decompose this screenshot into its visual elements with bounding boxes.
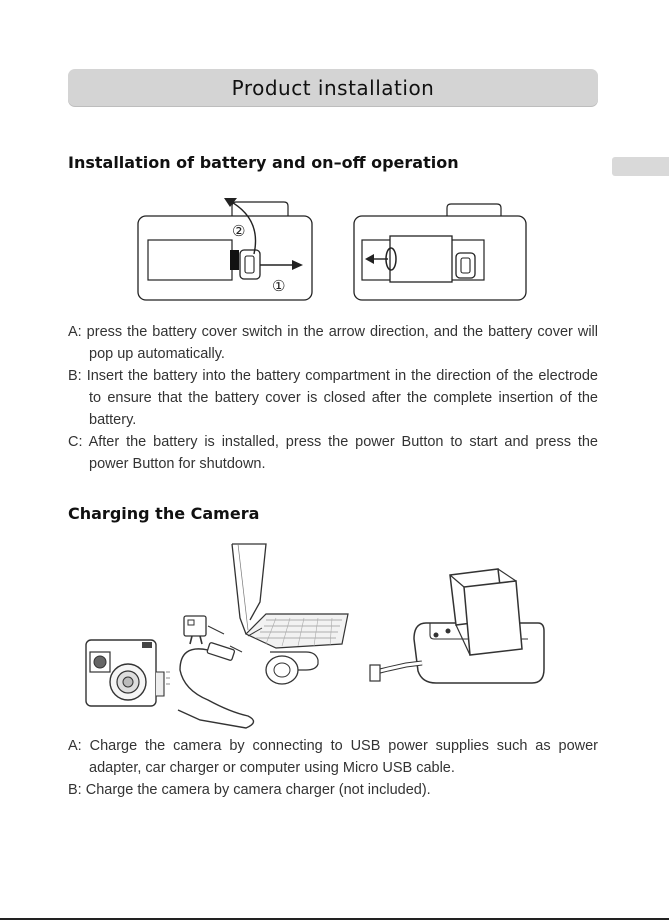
battery-section-heading: Installation of battery and on–off opera… xyxy=(68,153,459,172)
charging-step-b: B: Charge the camera by camera charger (… xyxy=(68,782,431,798)
side-tab-marker xyxy=(612,157,669,176)
charging-section-heading: Charging the Camera xyxy=(68,504,260,523)
bottom-divider xyxy=(0,918,669,920)
battery-inserted-illustration xyxy=(353,203,527,301)
charging-steps-list: A: Charge the camera by connecting to US… xyxy=(68,735,598,801)
battery-steps-list: A: press the battery cover switch in the… xyxy=(68,321,598,475)
battery-step-c: C: After the battery is installed, press… xyxy=(68,434,598,472)
usb-charging-illustration xyxy=(85,543,349,729)
battery-step-a: A: press the battery cover switch in the… xyxy=(68,324,598,362)
charging-step-a: A: Charge the camera by connecting to US… xyxy=(68,738,598,776)
step-marker-2: ② xyxy=(232,222,245,240)
battery-step-b: B: Insert the battery into the battery c… xyxy=(68,368,598,428)
dual-battery-charger-illustration xyxy=(369,568,545,684)
page-title-bar: Product installation xyxy=(68,69,598,106)
battery-cover-open-illustration: ② ① xyxy=(137,198,313,301)
step-marker-1: ① xyxy=(272,277,285,295)
page-title: Product installation xyxy=(231,75,435,100)
